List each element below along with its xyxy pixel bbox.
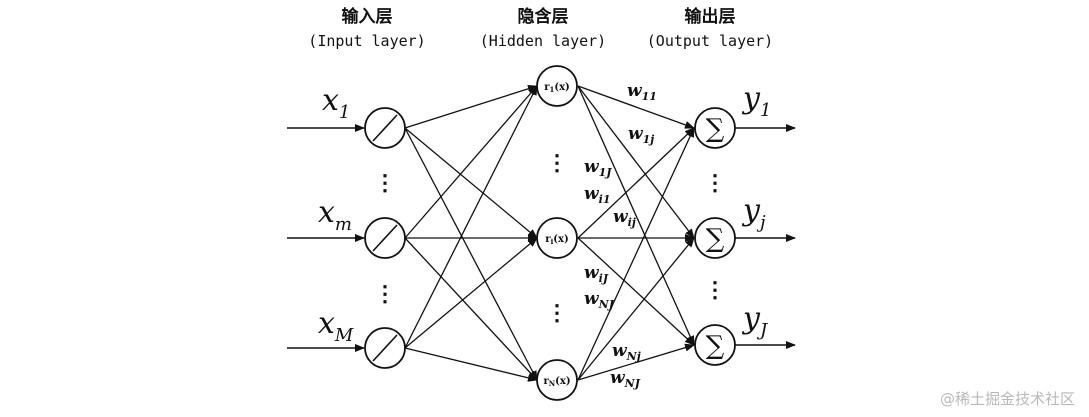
weight-label-iJ: wiJ [584, 263, 609, 285]
header-output-cn: 输出层 [685, 6, 736, 27]
header-hidden-layer: 隐含层 (Hidden layer) [480, 6, 606, 50]
hidden-ellipsis-lower: ⋮ [546, 300, 568, 326]
weight-label-NJ-b: wNJ [610, 368, 641, 390]
header-input-en: (Input layer) [308, 32, 425, 50]
input-ellipsis-lower: ⋮ [374, 281, 396, 307]
svg-text:r1(x): r1(x) [544, 82, 570, 94]
weight-label-NJ-a: wNJ [584, 289, 615, 311]
hidden-node-N: rN(x) [536, 359, 578, 401]
weight-label-ij: wij [613, 207, 636, 229]
sum-symbol-J: ∑ [706, 331, 725, 361]
header-hidden-cn: 隐含层 [518, 6, 569, 27]
input-label-1: x1 [322, 83, 350, 123]
output-node-1: ∑ [694, 107, 736, 149]
input-ellipsis-upper: ⋮ [374, 170, 396, 196]
input-label-M: xM [318, 306, 354, 346]
weight-label-Nj: wNj [612, 341, 641, 363]
output-label-1: y1 [741, 81, 771, 121]
output-node-j: ∑ [694, 217, 736, 259]
input-label-m: xm [318, 195, 352, 235]
output-node-J: ∑ [694, 324, 736, 366]
watermark: @稀土掘金技术社区 [939, 390, 1075, 408]
input-node-1 [364, 107, 406, 149]
sum-symbol-j: ∑ [706, 224, 725, 254]
weight-label-i1: wi1 [584, 184, 610, 206]
weight-label-1j: w1j [628, 124, 654, 146]
svg-text:ri(x): ri(x) [545, 234, 568, 246]
header-input-cn: 输入层 [342, 6, 393, 27]
output-label-J: yJ [741, 301, 769, 341]
output-label-j: yj [741, 193, 766, 233]
output-ellipsis-upper: ⋮ [704, 170, 726, 196]
input-node-M [364, 327, 406, 369]
input-hidden-connections [404, 84, 538, 382]
sum-symbol-1: ∑ [706, 114, 725, 144]
header-output-layer: 输出层 (Output layer) [647, 6, 773, 50]
header-hidden-en: (Hidden layer) [480, 32, 606, 50]
hidden-node-1: r1(x) [536, 65, 578, 107]
weight-label-11: w11 [627, 81, 657, 103]
input-node-m [364, 217, 406, 259]
header-input-layer: 输入层 (Input layer) [308, 6, 425, 50]
hidden-ellipsis-upper: ⋮ [546, 150, 568, 176]
svg-text:rN(x): rN(x) [543, 376, 570, 388]
hidden-node-i: ri(x) [536, 217, 578, 259]
output-ellipsis-lower: ⋮ [704, 277, 726, 303]
weight-label-1J: w1J [584, 157, 612, 179]
header-output-en: (Output layer) [647, 32, 773, 50]
hidden-output-connections [577, 85, 695, 381]
